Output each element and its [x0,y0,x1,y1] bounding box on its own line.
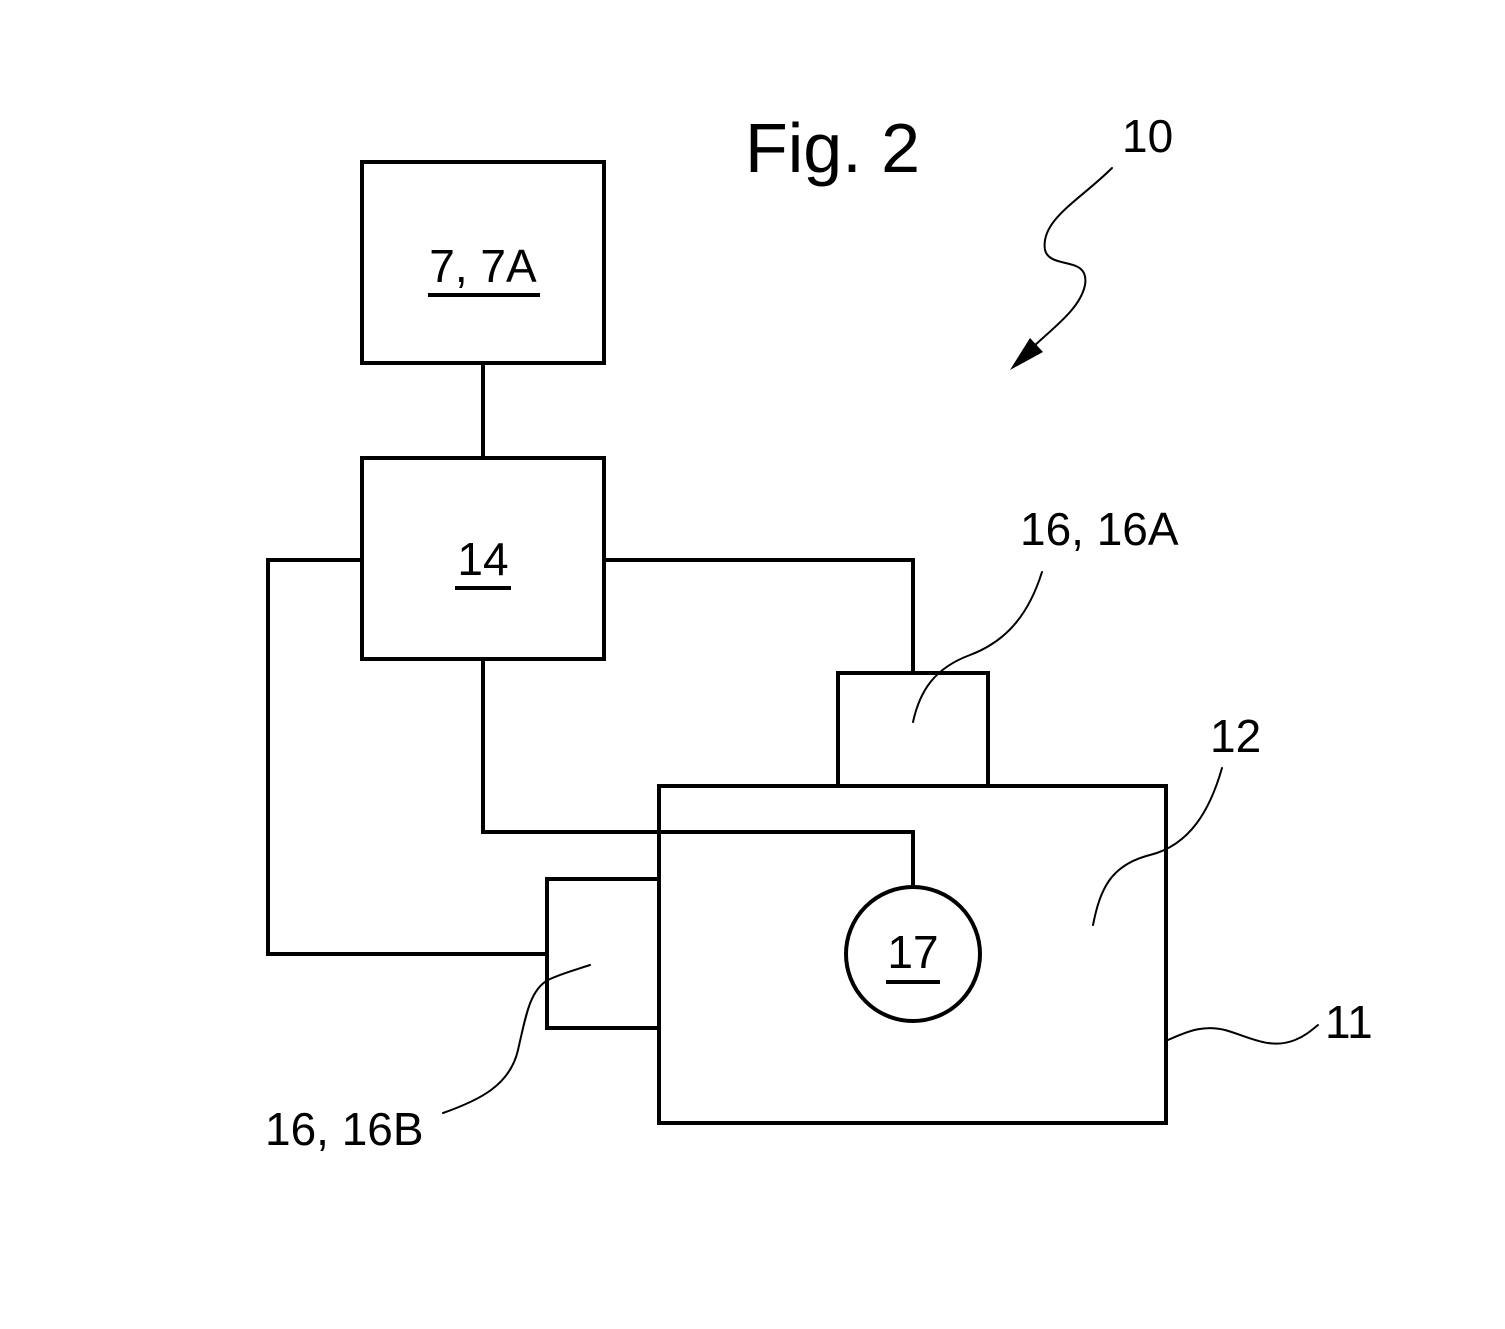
element-17-circle [844,885,982,1023]
leader-line-12 [1092,767,1223,926]
reference-label-12: 12 [1210,710,1261,762]
block-7-7a-label: 7, 7A [429,240,537,292]
sensor-16b [545,877,661,1030]
reference-label-16-16a: 16, 16A [1020,503,1179,555]
reference-label-16-16b: 16, 16B [265,1103,424,1155]
connector-14-to-17 [481,657,915,889]
element-17-label: 17 [887,926,938,978]
figure-title: Fig. 2 [745,109,920,187]
leader-line-10 [1029,167,1113,351]
connector-14-to-16a [602,558,915,675]
leader-line-11 [1167,1024,1319,1045]
leader-line-16a [912,571,1043,723]
arrowhead-10 [1010,338,1043,370]
sensor-16a [836,671,990,788]
block-14-label: 14 [457,533,508,585]
connector-14-to-16b [266,558,549,956]
reference-label-11: 11 [1325,996,1373,1048]
leader-line-16b [442,964,591,1114]
reference-label-10: 10 [1122,110,1173,162]
